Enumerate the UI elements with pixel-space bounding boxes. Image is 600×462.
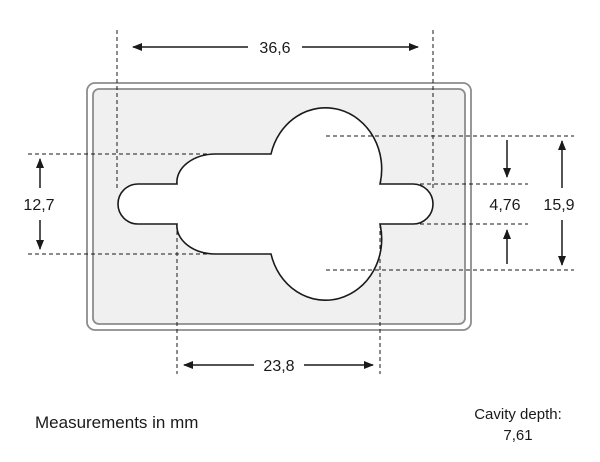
dimension-arrows bbox=[36, 43, 566, 369]
units-note: Measurements in mm bbox=[35, 413, 199, 432]
cavity-depth-label: Cavity depth: bbox=[474, 406, 562, 423]
dim-label-right-height: 15,9 bbox=[543, 197, 574, 214]
cavity-outline bbox=[117, 107, 434, 301]
dim-label-top-width: 36,6 bbox=[259, 40, 290, 57]
cavity-depth-value: 7,61 bbox=[503, 427, 533, 444]
dim-label-bottom-width: 23,8 bbox=[263, 358, 294, 375]
dim-label-center-height: 4,76 bbox=[489, 197, 520, 214]
extension-lines bbox=[28, 30, 574, 374]
dim-label-left-height: 12,7 bbox=[23, 197, 54, 214]
cavity-depth-note: Cavity depth: 7,61 bbox=[462, 404, 574, 446]
